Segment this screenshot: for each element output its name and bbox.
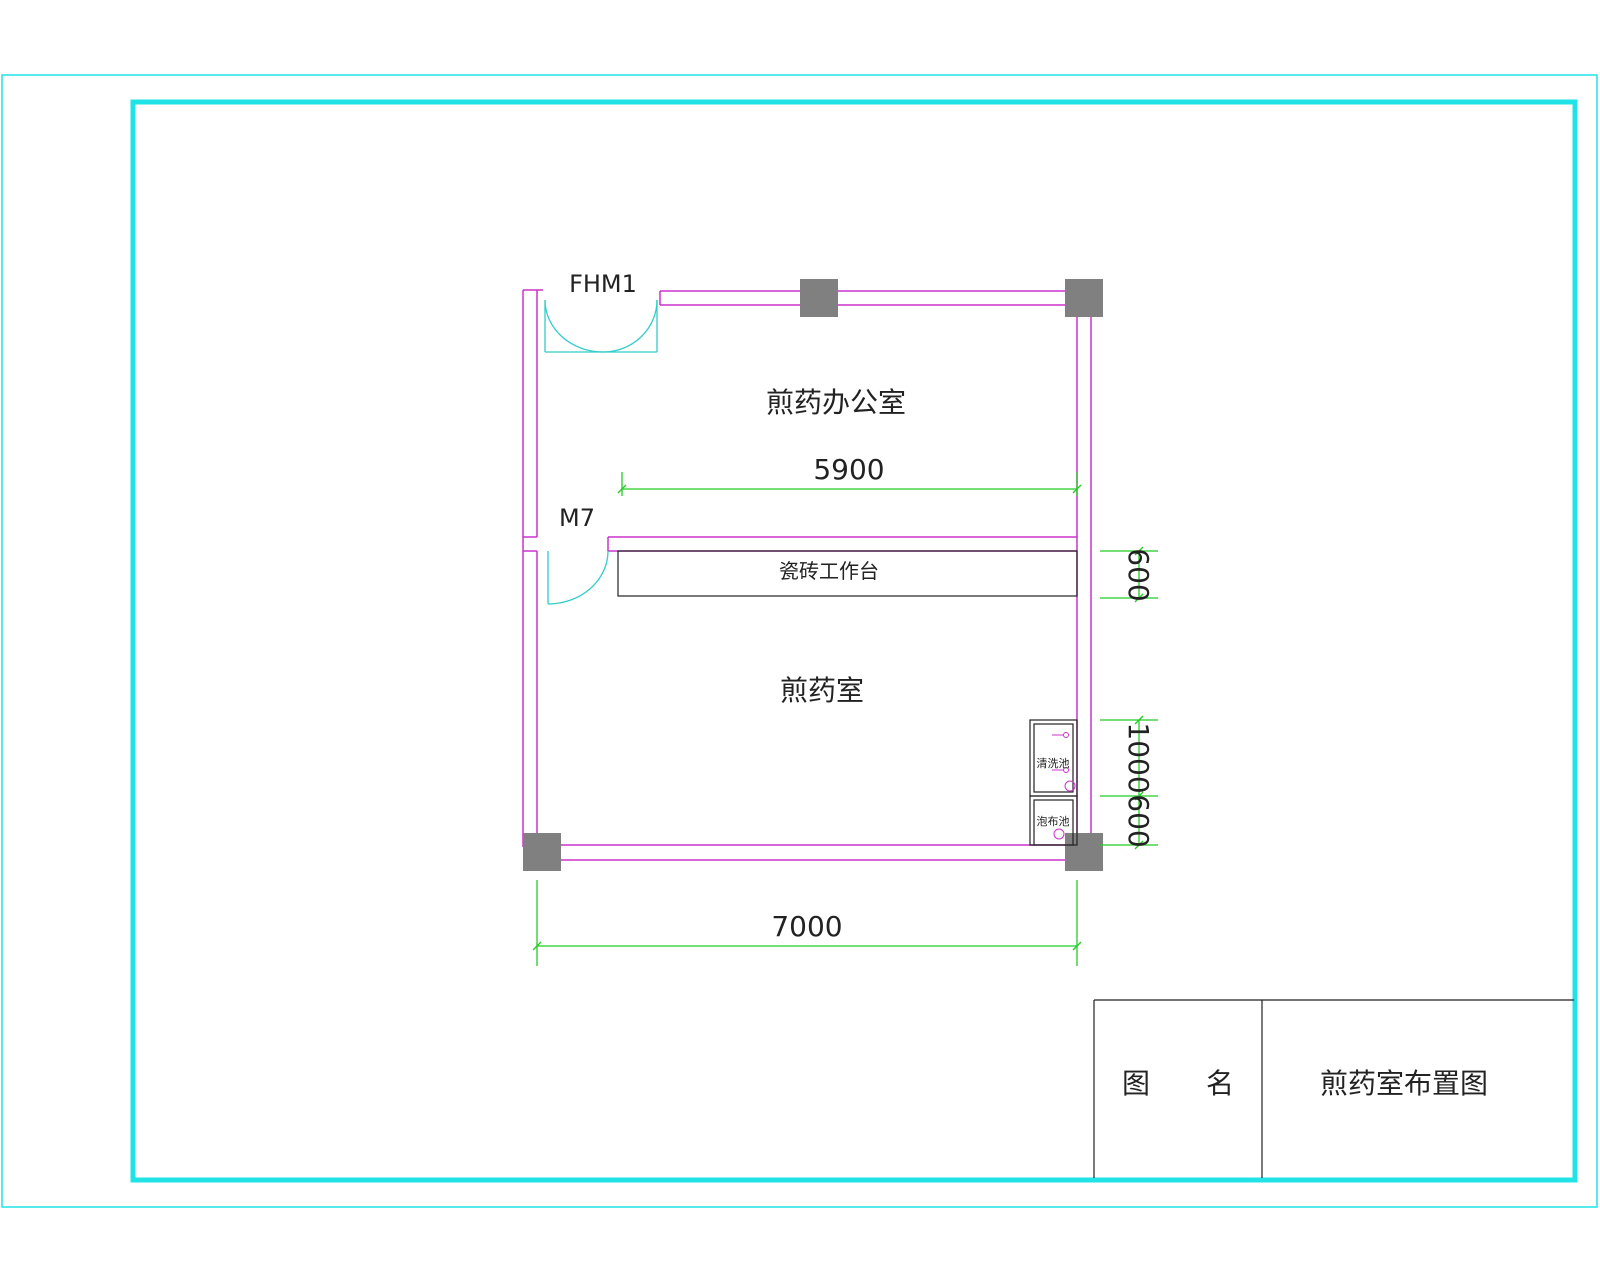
sink-fittings	[1052, 732, 1076, 840]
structural-columns	[523, 279, 1103, 871]
dim-inner-width: 5900	[813, 453, 884, 486]
wash-sink-label: 清洗池	[1037, 757, 1070, 770]
column-bottom-right	[1065, 833, 1103, 871]
dimension-lines	[532, 472, 1158, 966]
dim-soak-sink-length: 600	[1122, 794, 1155, 847]
entry-door-label: FHM1	[569, 270, 637, 298]
soak-sink-label: 泡布池	[1037, 814, 1070, 828]
workbench	[617, 550, 1078, 597]
dim-workbench-depth: 600	[1122, 548, 1155, 601]
sinks	[1029, 719, 1078, 846]
dim-wash-sink-length: 1000	[1122, 722, 1155, 793]
column-top-middle	[800, 279, 838, 317]
inner-frame	[130, 99, 1578, 1183]
drawing-title: 煎药室布置图	[1320, 1067, 1488, 1100]
column-top-right	[1065, 279, 1103, 317]
title-block	[1093, 999, 1574, 1178]
workbench-label: 瓷砖工作台	[779, 559, 879, 583]
inner-door-swing	[547, 550, 609, 605]
inner-door-label: M7	[559, 504, 595, 532]
column-bottom-left	[523, 833, 561, 871]
entry-door-swing	[544, 299, 658, 353]
office-room-label: 煎药办公室	[766, 386, 906, 419]
dim-overall-width: 7000	[771, 910, 842, 943]
title-block-label: 图 名	[1122, 1067, 1234, 1100]
outer-frame	[1, 74, 1598, 1208]
decoction-room-label: 煎药室	[780, 674, 864, 707]
